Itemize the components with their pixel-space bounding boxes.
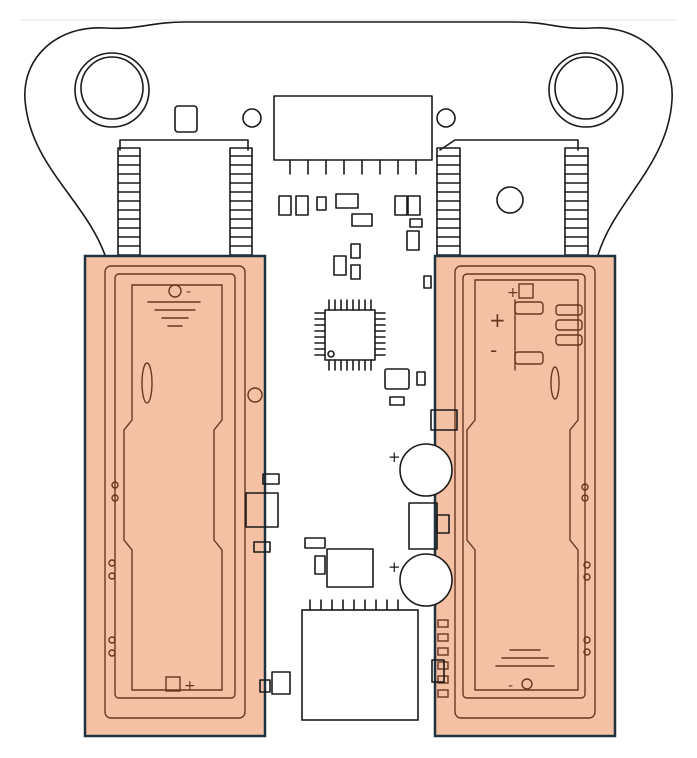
left-slot [141, 362, 153, 404]
mounting-hole-left [74, 52, 150, 128]
board-outline [24, 21, 673, 256]
resistor [295, 195, 309, 216]
right-smd-pad [555, 319, 583, 331]
left-terminal-bottom [165, 676, 181, 692]
electrolytic-capacitor [399, 443, 453, 497]
power-ic [326, 548, 374, 588]
switch [245, 492, 279, 528]
resistor [407, 195, 421, 216]
smd-component [431, 659, 445, 683]
crystal [333, 255, 347, 276]
right-minus-mark: - [508, 678, 513, 694]
microcontroller-pins [314, 299, 386, 371]
capacitor [423, 275, 432, 289]
left-plus-mark: + [184, 678, 196, 694]
edge-pad [437, 661, 449, 670]
right-smd-pad [514, 301, 544, 315]
edge-pad [437, 619, 449, 628]
regulator-tab [436, 514, 450, 534]
mounting-hole-right [548, 52, 624, 128]
diode [351, 213, 373, 227]
mounting-hole-right-inner [554, 56, 618, 120]
capacitor [314, 555, 326, 575]
electrolytic-capacitor [399, 553, 453, 607]
capacitor [304, 537, 326, 549]
left-holder-cavity [123, 284, 223, 691]
resistor [278, 195, 292, 216]
left-holder-outline [104, 265, 246, 719]
top-connector [273, 95, 433, 161]
capacitor [416, 371, 426, 386]
pin1-marker [327, 350, 335, 358]
right-slot [550, 366, 560, 400]
capacitor-plus-mark: + [388, 448, 401, 466]
capacitor [389, 396, 405, 406]
capacitor [409, 218, 423, 228]
via-hole [242, 108, 262, 128]
component-plus-mark: + [489, 308, 506, 332]
left-holder-inner [114, 273, 236, 699]
mounting-hole-left-inner [80, 56, 144, 120]
clip-bridge-left [119, 139, 249, 151]
led-component [174, 105, 198, 133]
right-edge-pads [437, 619, 449, 698]
capacitor [253, 541, 271, 553]
capacitor [262, 473, 280, 485]
resistor [394, 195, 408, 216]
smd-component [259, 679, 271, 693]
diode [335, 193, 359, 209]
left-terminal-top [168, 284, 182, 298]
edge-pad [437, 675, 449, 684]
right-smd-pad [514, 351, 544, 365]
transistor [406, 230, 420, 251]
smd-components [278, 193, 432, 289]
right-holder-cavity [466, 279, 579, 691]
sd-card-pins [309, 599, 399, 611]
left-side-hole [247, 387, 263, 403]
connector-pins [289, 159, 417, 175]
microcontroller-chip [324, 309, 376, 361]
component-minus-mark: - [490, 338, 497, 362]
right-terminal-bottom [521, 678, 533, 690]
ground-symbol [147, 301, 201, 327]
right-ground-symbol [495, 649, 555, 667]
capacitor [350, 264, 361, 280]
edge-pad [437, 647, 449, 656]
right-smd-pad [555, 304, 583, 316]
clip-bridge-right [439, 139, 579, 151]
right-plus-mark: + [507, 285, 519, 301]
inductor [384, 368, 410, 390]
sd-card-slot [301, 609, 419, 721]
capacitor [316, 196, 327, 211]
smd-component [271, 671, 291, 695]
left-minus-mark: - [186, 284, 191, 300]
switch-header [430, 409, 458, 431]
capacitor [350, 243, 361, 259]
edge-pad [437, 633, 449, 642]
via-hole [436, 108, 456, 128]
edge-pad [437, 689, 449, 698]
right-smd-pad [555, 334, 583, 346]
via-hole [496, 186, 524, 214]
capacitor-plus-mark: + [388, 558, 401, 576]
right-holder-inner [462, 273, 586, 699]
right-terminal-top [518, 283, 534, 299]
right-holder-outline [454, 265, 596, 719]
